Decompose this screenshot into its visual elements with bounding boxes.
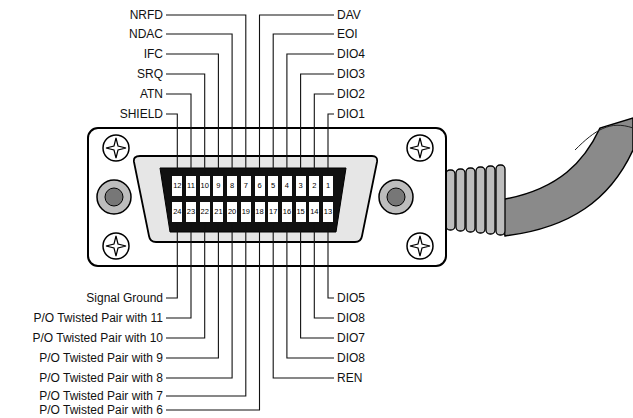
leader-line xyxy=(166,114,177,174)
pin-number: 15 xyxy=(296,202,306,222)
signal-name: DIO8 xyxy=(337,351,365,365)
leader-line xyxy=(328,224,334,298)
leader-line xyxy=(166,224,246,396)
leader-line xyxy=(273,34,334,174)
pin-number: 2 xyxy=(309,176,319,196)
pin-number: 9 xyxy=(213,176,223,196)
pin-number: 16 xyxy=(282,202,292,222)
signal-name: SHIELD xyxy=(120,107,163,121)
leader-line xyxy=(260,15,335,174)
leader-line xyxy=(166,224,205,338)
leader-line xyxy=(314,94,334,174)
pin-number: 14 xyxy=(309,202,319,222)
leader-line xyxy=(166,34,232,174)
pin-number: 13 xyxy=(323,202,333,222)
signal-name: P/O Twisted Pair with 8 xyxy=(39,371,163,385)
leader-line xyxy=(287,224,334,358)
pin-number: 24 xyxy=(172,202,182,222)
pin-number: 12 xyxy=(172,176,182,196)
leader-line xyxy=(314,224,334,318)
leader-line xyxy=(301,224,334,338)
pin-number: 20 xyxy=(227,202,237,222)
signal-name: Signal Ground xyxy=(86,291,163,305)
signal-name: DIO1 xyxy=(337,107,365,121)
leader-line xyxy=(166,224,191,318)
pin-number: 3 xyxy=(296,176,306,196)
leader-line xyxy=(301,74,334,174)
pin-number: 10 xyxy=(200,176,210,196)
pin-number: 7 xyxy=(241,176,251,196)
pin-number: 17 xyxy=(268,202,278,222)
leader-line xyxy=(273,224,334,378)
pin-number: 8 xyxy=(227,176,237,196)
leader-line xyxy=(328,114,334,174)
signal-name: DIO2 xyxy=(337,87,365,101)
leader-line xyxy=(166,224,232,378)
leader-line xyxy=(166,224,260,410)
pin-number: 21 xyxy=(213,202,223,222)
signal-name: DIO4 xyxy=(337,47,365,61)
signal-name: P/O Twisted Pair with 9 xyxy=(39,351,163,365)
pin-number: 23 xyxy=(186,202,196,222)
signal-name: DAV xyxy=(337,8,361,22)
signal-name: DIO3 xyxy=(337,67,365,81)
leader-line xyxy=(166,224,177,298)
pin-number: 6 xyxy=(255,176,265,196)
signal-name: DIO5 xyxy=(337,291,365,305)
leader-line xyxy=(166,54,218,174)
leader-line xyxy=(166,15,246,174)
signal-name: ATN xyxy=(140,87,163,101)
signal-name: NDAC xyxy=(129,27,163,41)
leader-line xyxy=(287,54,334,174)
pin-number: 5 xyxy=(268,176,278,196)
signal-name: REN xyxy=(337,371,362,385)
pin-number: 1 xyxy=(323,176,333,196)
pin-number: 18 xyxy=(255,202,265,222)
signal-name: IFC xyxy=(144,47,163,61)
pin-number: 4 xyxy=(282,176,292,196)
pin-number: 22 xyxy=(200,202,210,222)
signal-name: EOI xyxy=(337,27,358,41)
pin-number: 11 xyxy=(186,176,196,196)
signal-name: P/O Twisted Pair with 11 xyxy=(33,311,163,325)
signal-name: DIO8 xyxy=(337,311,365,325)
leader-line xyxy=(166,74,205,174)
signal-name: P/O Twisted Pair with 10 xyxy=(33,331,164,345)
signal-name: P/O Twisted Pair with 7 xyxy=(39,389,163,403)
signal-name: SRQ xyxy=(137,67,163,81)
pin-number: 19 xyxy=(241,202,251,222)
leader-line xyxy=(166,94,191,174)
signal-name: DIO7 xyxy=(337,331,365,345)
leader-line xyxy=(166,224,218,358)
signal-name: NRFD xyxy=(130,8,163,22)
signal-name: P/O Twisted Pair with 6 xyxy=(39,403,163,417)
